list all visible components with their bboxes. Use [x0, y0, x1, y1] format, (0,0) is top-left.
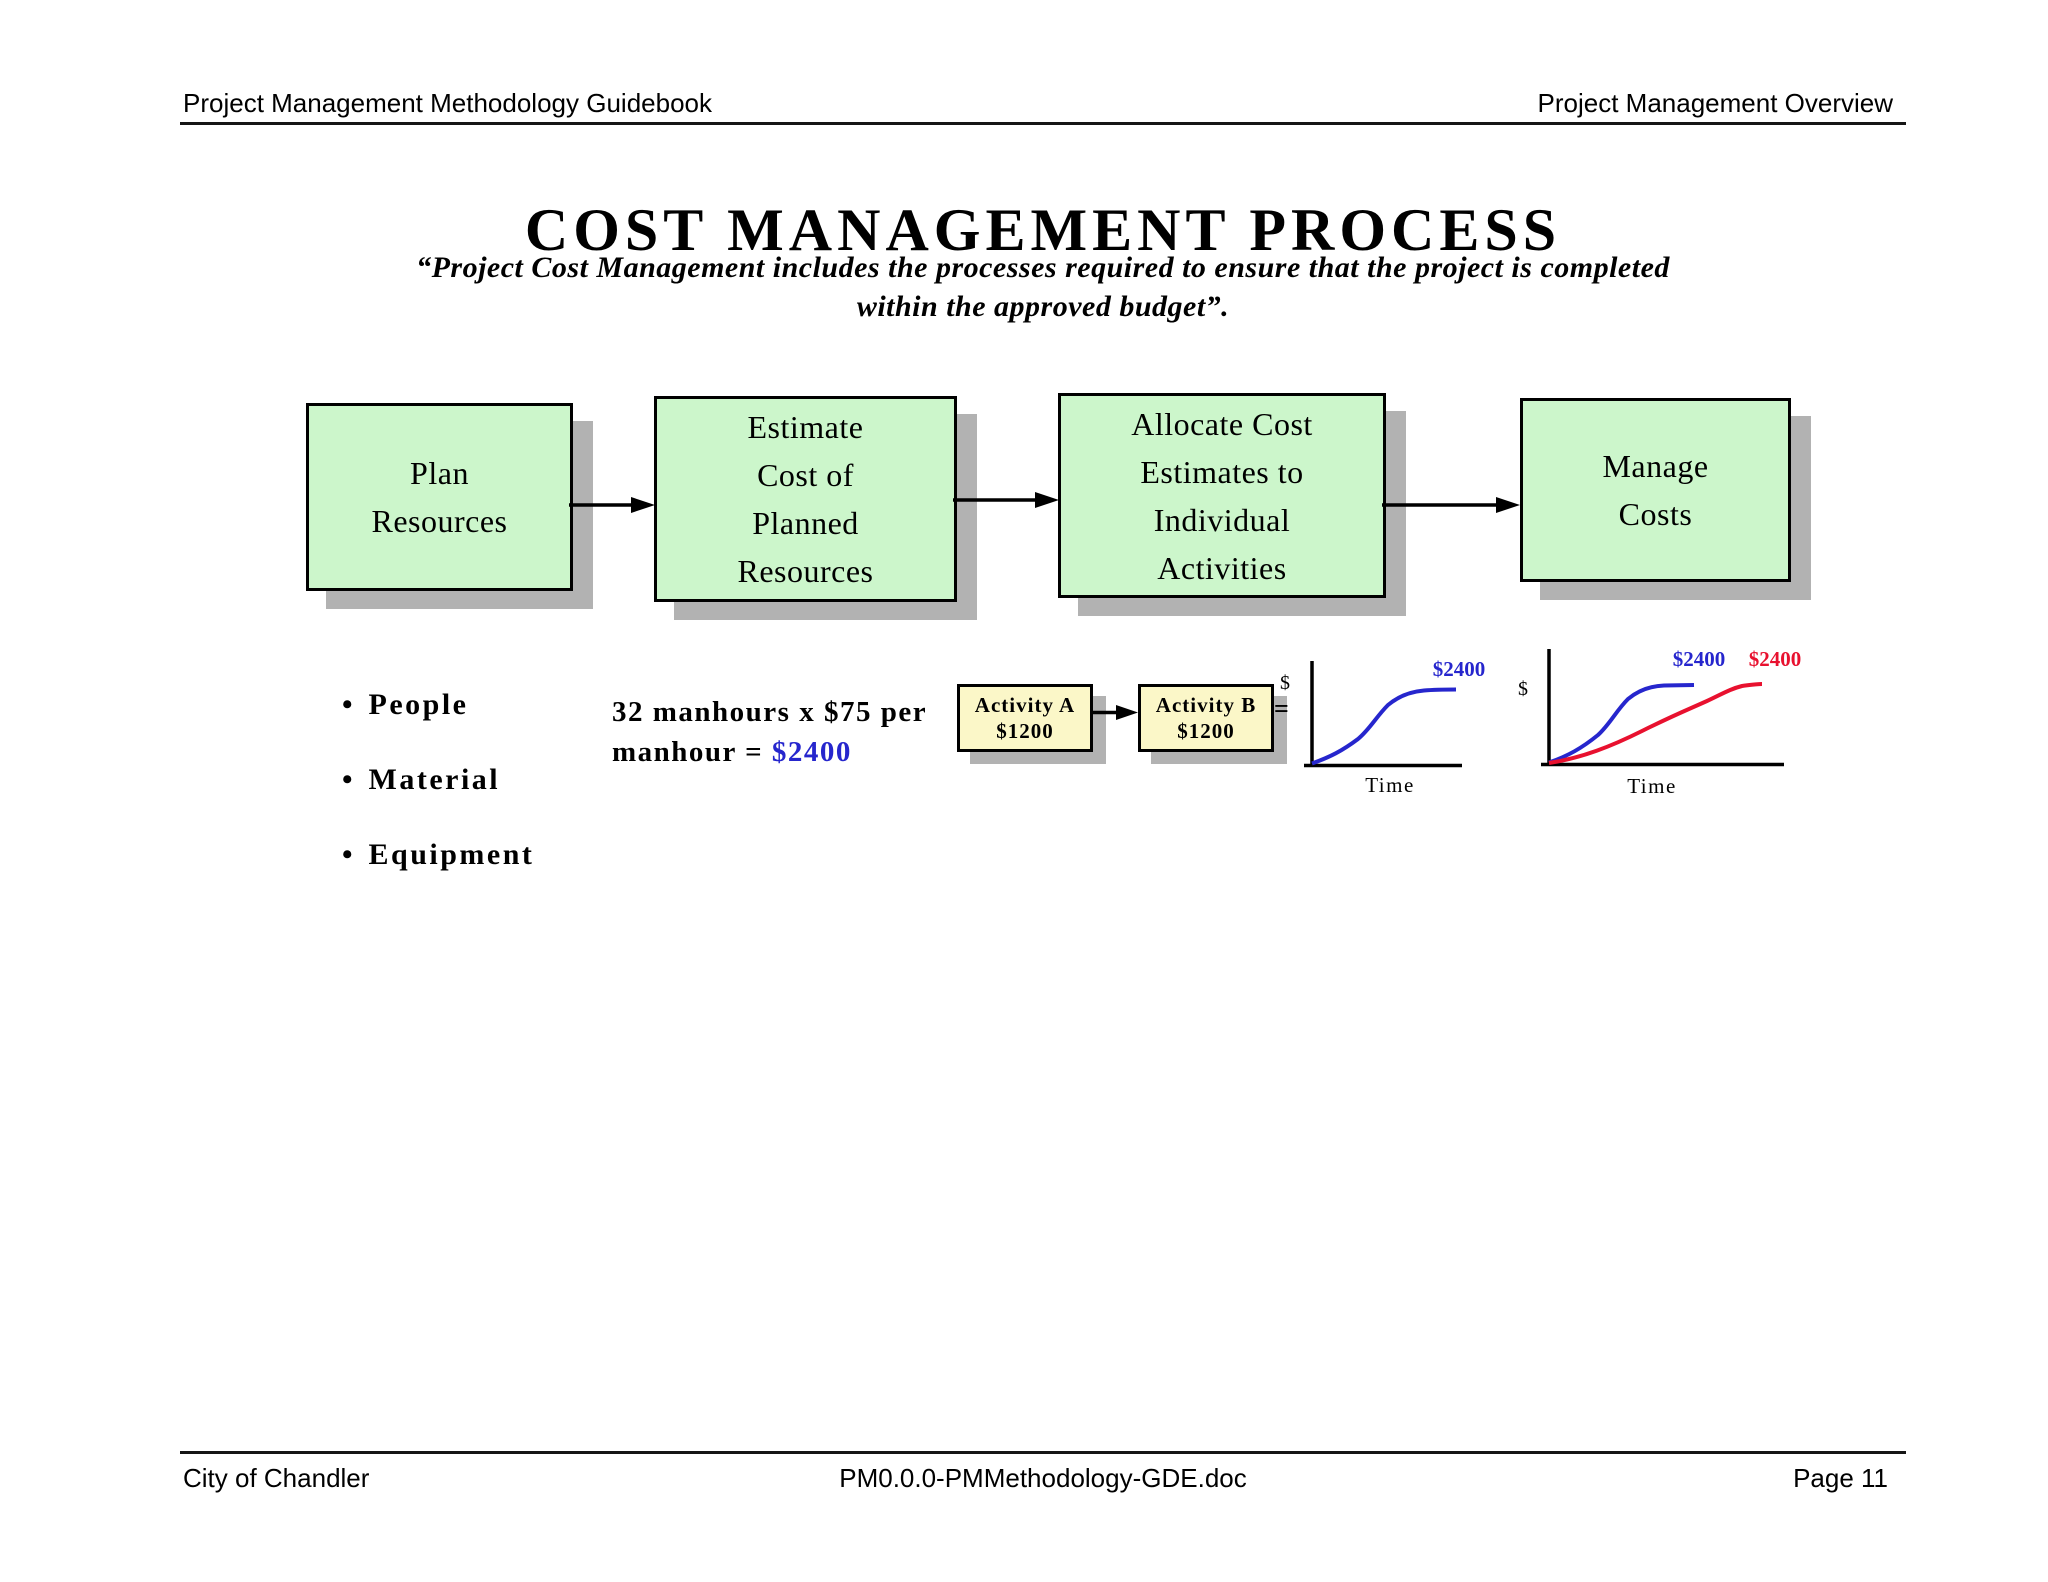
activity-box-a: Activity A $1200 [957, 684, 1093, 752]
process-box-manage-costs: Manage Costs [1520, 398, 1791, 582]
activity-arrow [1090, 705, 1138, 720]
process-box-label: Plan Resources [371, 455, 508, 539]
x-axis-label: Time [1627, 774, 1677, 798]
footer-page-number: Page 11 [1793, 1463, 1888, 1493]
activity-cost: $1200 [996, 719, 1054, 743]
cost-comparison-chart: $ $2400 $2400 Time [1518, 647, 1802, 798]
calc-total-value: $2400 [771, 736, 852, 768]
y-axis-label: $ [1280, 672, 1290, 694]
footer-left: City of Chandler [183, 1463, 370, 1493]
s-curve-blue [1311, 687, 1457, 766]
header-left-title: Project Management Methodology Guidebook [183, 88, 712, 118]
curve-end-label-red: $2400 [1749, 647, 1802, 671]
bullet-label: Equipment [368, 838, 535, 871]
process-box-label: Estimate Cost of Planned Resources [737, 409, 874, 589]
bullet-icon: • [342, 763, 353, 796]
process-box-label: Allocate Cost Estimates to Individual Ac… [1131, 405, 1313, 586]
list-item: • People [342, 688, 534, 722]
arrowhead-icon [1116, 705, 1138, 720]
x-axis-label: Time [1365, 773, 1415, 797]
flow-arrow-2 [953, 492, 1059, 508]
s-curve-blue [1548, 683, 1695, 765]
resource-bullet-list: • People • Material • Equipment [342, 688, 534, 872]
process-box-plan-resources: Plan Resources [306, 403, 573, 591]
curve-end-label-blue: $2400 [1673, 647, 1726, 671]
header-rule [180, 122, 1906, 125]
arrowhead-icon [1496, 497, 1520, 513]
subtitle-line-1: “Project Cost Management includes the pr… [416, 251, 1670, 284]
footer-rule [180, 1451, 1906, 1454]
cost-calculation: 32 manhours x $75 per manhour = $2400 [612, 692, 927, 772]
page-title: COST MANAGEMENT PROCESS [524, 197, 1562, 263]
process-box-allocate-cost: Allocate Cost Estimates to Individual Ac… [1058, 393, 1386, 598]
equals-sign: = [1274, 694, 1289, 723]
y-axis-label: $ [1518, 678, 1528, 700]
bullet-label: Material [368, 763, 501, 796]
bullet-label: People [368, 688, 469, 721]
subtitle-line-2: within the approved budget”. [856, 290, 1230, 323]
bullet-icon: • [342, 838, 353, 871]
calc-line-2: manhour = $2400 [612, 732, 927, 772]
activity-name: Activity A [974, 693, 1076, 717]
arrowhead-icon [631, 497, 655, 513]
process-box-estimate-cost: Estimate Cost of Planned Resources [654, 396, 957, 602]
calc-line-1: 32 manhours x $75 per [612, 696, 928, 728]
flow-arrow-3 [1382, 497, 1520, 513]
activity-name: Activity B [1155, 693, 1257, 717]
flow-arrow-1 [569, 497, 655, 513]
process-box-label: Manage Costs [1602, 448, 1709, 532]
header-right-title: Project Management Overview [1537, 88, 1893, 118]
list-item: • Material [342, 763, 534, 797]
cost-curve-chart: $ $2400 Time [1280, 657, 1486, 797]
curve-end-label: $2400 [1433, 657, 1486, 681]
footer-center-filename: PM0.0.0-PMMethodology-GDE.doc [839, 1463, 1247, 1493]
activity-box-b: Activity B $1200 [1138, 684, 1274, 752]
bullet-icon: • [342, 688, 353, 721]
activity-cost: $1200 [1177, 719, 1235, 743]
calc-line-2-prefix: manhour = [612, 736, 772, 768]
list-item: • Equipment [342, 838, 534, 872]
arrowhead-icon [1035, 492, 1059, 508]
curve-red [1548, 682, 1763, 765]
